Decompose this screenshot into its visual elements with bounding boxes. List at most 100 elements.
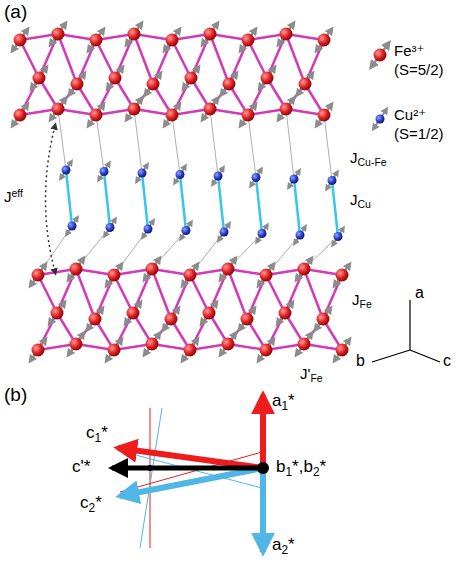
text-run: *	[288, 391, 295, 410]
text-run: Fe	[310, 372, 322, 384]
fe-bond	[133, 269, 152, 313]
cu-atom	[296, 231, 305, 240]
cu-atom	[290, 175, 299, 184]
cu-atom	[100, 167, 109, 176]
exchange-label: Jeff	[4, 188, 23, 206]
spin-arrow	[298, 74, 312, 94]
spin-arrow	[241, 105, 255, 125]
spin-arrow	[279, 24, 293, 44]
fe-atom	[204, 28, 217, 41]
fe-atom	[280, 28, 293, 41]
spin-arrow	[240, 309, 254, 329]
fe-atom	[299, 78, 312, 91]
exchange-line	[210, 109, 218, 176]
fe-bond	[305, 40, 324, 84]
spin-arrow	[184, 68, 198, 88]
spin-arrow	[251, 170, 261, 186]
fe-atom	[184, 269, 197, 282]
vector-label: a1*	[272, 392, 295, 413]
spin-arrow	[335, 340, 349, 360]
spin-arrow	[202, 303, 216, 323]
text-run: J'	[300, 365, 310, 382]
vector-label: c'*	[72, 458, 90, 477]
fe-atom	[14, 34, 27, 47]
spin-arrow	[146, 74, 160, 94]
fe-atom	[242, 34, 255, 47]
cu-atom	[106, 223, 115, 232]
spin-arrow	[99, 164, 109, 180]
spin-arrow	[278, 303, 292, 323]
fe-bond	[323, 275, 342, 319]
fe-bond	[286, 34, 305, 84]
fe-atom	[71, 78, 84, 91]
spin-arrow	[333, 229, 343, 245]
cu-bond	[104, 172, 110, 228]
spin-arrow	[203, 24, 217, 44]
fe-bond	[39, 34, 58, 78]
panel-label: (b)	[4, 385, 27, 406]
fe-bond	[229, 40, 248, 84]
vector-label: a2*	[272, 536, 295, 557]
fe-atom	[166, 34, 179, 47]
spin-arrow	[51, 99, 65, 119]
text-run: *	[95, 493, 102, 512]
spin-arrow	[127, 24, 141, 44]
text-run: Fe	[360, 298, 372, 310]
text-run: b	[276, 457, 285, 476]
fe-atom	[108, 344, 121, 357]
fe-atom	[89, 313, 102, 326]
fe-atom	[203, 307, 216, 320]
spin-arrow	[175, 167, 185, 183]
text-run: a	[272, 391, 281, 410]
cu-atom	[144, 225, 153, 234]
fe-atom	[280, 103, 293, 116]
fe-atom	[33, 72, 46, 85]
spin-arrow	[50, 303, 64, 323]
fe-atom	[336, 269, 349, 282]
spin-arrow	[259, 265, 273, 285]
spin-arrow	[32, 68, 46, 88]
fe-atom	[70, 338, 83, 351]
spin-arrow	[143, 221, 153, 237]
fe-bond	[77, 40, 96, 84]
fe-atom	[165, 313, 178, 326]
spin-arrow	[67, 218, 77, 234]
fe-atom	[223, 78, 236, 91]
legend-text: Fe³⁺ (S=5/2)	[394, 42, 460, 80]
cu-bond	[332, 181, 338, 237]
cu-bond	[218, 176, 224, 232]
cu-atom	[68, 222, 77, 231]
exchange-label: JCu-Fe	[350, 150, 387, 169]
text-run: *,b	[292, 457, 313, 476]
fe-atom	[279, 307, 292, 320]
vector-label: c1*	[86, 424, 108, 445]
cu-atom	[258, 229, 267, 238]
text-run: 1	[281, 399, 288, 413]
exchange-line	[134, 109, 142, 173]
spin-arrow	[107, 340, 121, 360]
text-run: J	[4, 188, 12, 205]
text-run: (b)	[4, 384, 27, 405]
spin-arrow	[335, 265, 349, 285]
spin-arrow	[327, 173, 337, 189]
fe-atom	[185, 72, 198, 85]
exchange-label: J'Fe	[300, 366, 323, 385]
fe-bond	[76, 269, 95, 319]
cu-atom	[252, 173, 261, 182]
fe-atom	[261, 72, 274, 85]
spin-arrow	[316, 309, 330, 329]
fe-atom	[128, 103, 141, 116]
spin-arrow	[257, 226, 267, 242]
cu-atom	[220, 228, 229, 237]
fe-bond	[267, 34, 286, 78]
legend-text: Cu²⁺ (S=1/2)	[394, 106, 460, 144]
cu-bond	[180, 175, 186, 231]
fe-bond	[57, 269, 76, 313]
spin-arrow	[108, 68, 122, 88]
spin-arrow	[203, 99, 217, 119]
fe-bond	[210, 34, 229, 84]
spin-arrow	[89, 30, 103, 50]
fe-atom	[32, 269, 45, 282]
cu-atom	[334, 232, 343, 241]
